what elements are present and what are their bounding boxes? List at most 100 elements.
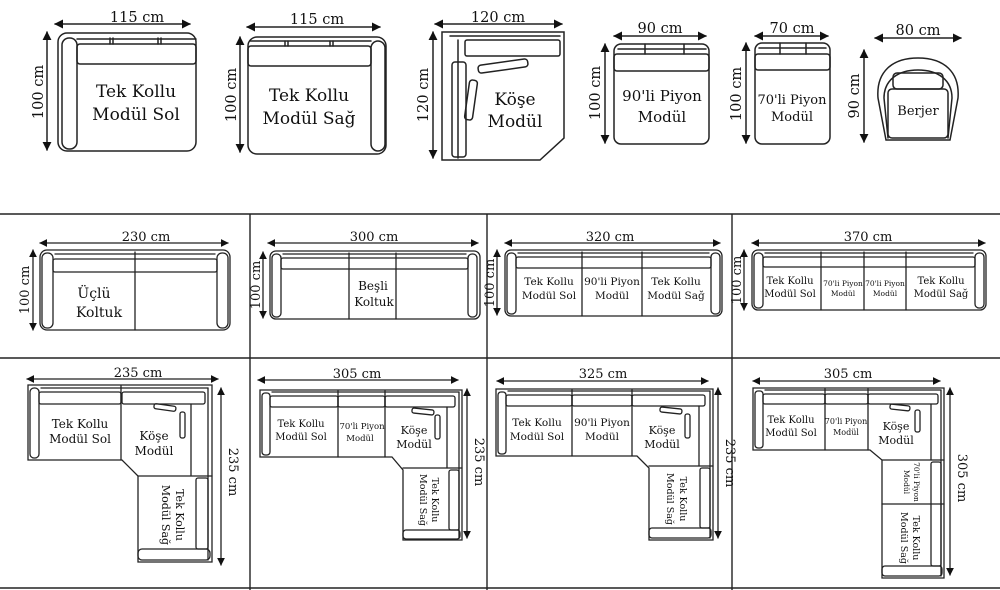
dim-p90-depth: 100 cm	[588, 66, 604, 120]
label-c4-sol-2: Modül Sol	[765, 428, 817, 439]
label-c1-sol-2: Modül Sol	[49, 432, 111, 446]
dim-sol-width: 115 cm	[110, 10, 164, 26]
dim-320-width: 320 cm	[586, 230, 635, 245]
dim-320-depth: 100 cm	[483, 259, 498, 308]
label-sol-2: Modül Sol	[92, 105, 180, 125]
label-c1-sag-2: Modül Sağ	[159, 485, 172, 545]
dim-c1-width: 235 cm	[114, 366, 163, 381]
label-c3-sol-1: Tek Kollu	[512, 417, 562, 429]
dim-c4-depth: 305 cm	[954, 454, 969, 503]
label-370-p70a-1: 70'li Piyon	[823, 279, 863, 288]
label-c2-kose-1: Köşe	[401, 424, 428, 437]
dim-kose-depth: 120 cm	[416, 68, 432, 122]
dim-berjer-depth: 90 cm	[847, 73, 863, 118]
label-c3-sag-1: Tek Kollu	[677, 477, 688, 522]
label-c4-p70b-2: Modül	[902, 470, 911, 495]
dim-c2-depth: 235 cm	[471, 438, 486, 487]
label-370-p70b-2: Modül	[873, 289, 898, 298]
label-c4-p70a-1: 70'li Piyon	[825, 417, 867, 426]
label-c2-sag-2: Modül Sağ	[417, 474, 428, 526]
dim-c3-depth: 235 cm	[722, 439, 737, 488]
label-berjer: Berjer	[897, 104, 939, 119]
label-320-sag-1: Tek Kollu	[651, 276, 701, 288]
label-c4-sag-2: Modül Sağ	[898, 512, 909, 564]
corner-c3	[495, 377, 722, 541]
dim-besli-depth: 100 cm	[249, 261, 264, 310]
label-370-sag-2: Modül Sağ	[914, 289, 969, 300]
label-c4-p70a-2: Modül	[833, 428, 859, 437]
label-uclu-2: Koltuk	[76, 305, 123, 321]
label-c1-kose-2: Modül	[135, 444, 174, 458]
dim-c3-width: 325 cm	[579, 367, 628, 382]
sofa-370	[740, 239, 987, 311]
sofa-320	[493, 239, 723, 317]
label-c3-p90-1: 90'li Piyon	[574, 417, 630, 429]
dim-p90-width: 90 cm	[638, 21, 683, 37]
label-p70-1: 70'li Piyon	[757, 93, 827, 108]
label-c4-sag-1: Tek Kollu	[910, 516, 921, 561]
label-c4-kose-1: Köşe	[883, 420, 910, 433]
corner-c2	[257, 376, 471, 541]
label-p70-2: Modül	[771, 110, 813, 125]
module-kose	[428, 19, 565, 161]
label-c1-sag-1: Tek Kollu	[173, 489, 186, 541]
module-p90	[600, 31, 710, 145]
label-sag-1: Tek Kollu	[269, 86, 349, 106]
dim-sag-width: 115 cm	[290, 12, 344, 28]
dim-berjer-width: 80 cm	[896, 23, 941, 39]
sofa-besli	[259, 239, 481, 320]
label-c4-kose-2: Modül	[878, 434, 914, 447]
corner-c1	[26, 375, 225, 566]
label-370-sol-2: Modül Sol	[764, 289, 816, 300]
label-c2-p70-1: 70'li Piyon	[339, 422, 385, 432]
grid-lines	[0, 213, 1000, 590]
label-370-sol-1: Tek Kollu	[766, 276, 814, 287]
label-320-p90-1: 90'li Piyon	[584, 276, 640, 288]
label-c3-sag-2: Modül Sağ	[664, 473, 675, 525]
label-uclu-1: Üçlü	[77, 284, 110, 302]
label-p90-1: 90'li Piyon	[622, 87, 702, 105]
label-c3-kose-1: Köşe	[649, 424, 676, 437]
label-c3-kose-2: Modül	[644, 438, 680, 451]
dim-p70-width: 70 cm	[770, 21, 815, 37]
module-berjer	[859, 33, 962, 143]
label-320-p90-2: Modül	[595, 290, 630, 302]
dim-p70-depth: 100 cm	[729, 67, 745, 121]
label-besli-2: Koltuk	[354, 295, 394, 309]
label-320-sol-1: Tek Kollu	[524, 276, 574, 288]
dim-370-width: 370 cm	[844, 230, 893, 245]
label-320-sag-2: Modül Sağ	[647, 289, 705, 302]
label-sol-1: Tek Kollu	[96, 82, 176, 102]
dim-c2-width: 305 cm	[333, 367, 382, 382]
dim-c4-width: 305 cm	[824, 367, 873, 382]
module-sol	[42, 19, 197, 152]
label-kose-2: Modül	[488, 112, 543, 132]
dim-besli-width: 300 cm	[350, 230, 399, 245]
module-sag	[235, 22, 387, 155]
dim-c1-depth: 235 cm	[225, 448, 240, 497]
label-c2-sol-1: Tek Kollu	[277, 419, 325, 430]
label-370-sag-1: Tek Kollu	[917, 276, 965, 287]
label-c3-p90-2: Modül	[585, 431, 620, 443]
dim-370-depth: 100 cm	[730, 256, 745, 305]
dim-kose-width: 120 cm	[471, 10, 525, 26]
label-c2-sol-2: Modül Sol	[275, 432, 327, 443]
label-c2-p70-2: Modül	[346, 434, 374, 444]
label-320-sol-2: Modül Sol	[522, 290, 577, 302]
label-370-p70a-2: Modül	[831, 289, 856, 298]
label-c4-p70b-1: 70'li Piyon	[912, 462, 921, 502]
label-p90-2: Modül	[638, 108, 687, 126]
label-sag-2: Modül Sağ	[263, 109, 356, 129]
label-370-p70b-1: 70'li Piyon	[865, 279, 905, 288]
label-c1-kose-1: Köşe	[139, 429, 168, 443]
label-c2-sag-1: Tek Kollu	[429, 478, 440, 523]
label-c4-sol-1: Tek Kollu	[767, 415, 815, 426]
dim-sag-depth: 100 cm	[224, 68, 240, 122]
sofa-uclu	[29, 239, 231, 331]
dim-uclu-width: 230 cm	[122, 230, 171, 245]
label-c2-kose-2: Modül	[396, 438, 432, 451]
corner-c4	[752, 377, 954, 579]
label-besli-1: Beşli	[358, 279, 388, 293]
dim-uclu-depth: 100 cm	[18, 266, 33, 315]
